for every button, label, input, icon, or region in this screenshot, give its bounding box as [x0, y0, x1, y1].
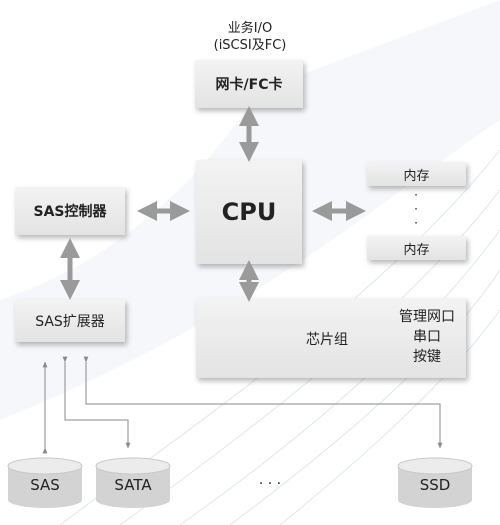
memory-box-top: 内存: [367, 162, 466, 186]
disk-sata-icon: [95, 457, 171, 508]
memory-label-bottom: 内存: [403, 242, 430, 258]
memory-label-top: 内存: [403, 168, 430, 184]
sas-controller-box: SAS控制器: [15, 187, 125, 235]
disk-ssd-label: SSD: [419, 476, 451, 494]
memory-box-bottom: 内存: [367, 236, 466, 260]
business-io-line1: 业务I/O: [227, 21, 273, 36]
line-expander-sata: [62, 356, 131, 449]
line-expander-ssd: [83, 356, 443, 449]
disk-sas-icon: [7, 457, 83, 508]
chipset-label: 芯片组: [306, 332, 348, 348]
memory-dots: · · ·: [414, 188, 418, 230]
business-io-line2: (iSCSI及FC): [213, 38, 287, 53]
disk-sata-label: SATA: [114, 476, 152, 494]
disk-ellipsis: · · ·: [258, 476, 282, 492]
chipset-item-mgmt-port: 管理网口: [399, 309, 455, 325]
cpu-box: CPU: [196, 160, 302, 264]
sas-expander-label: SAS扩展器: [35, 314, 105, 330]
disk-ssd-icon: [397, 457, 473, 508]
nic-fc-card-box: 网卡/FC卡: [195, 60, 303, 108]
cpu-label: CPU: [221, 198, 277, 226]
chipset-item-serial-port: 串口: [413, 329, 441, 345]
disk-sas-label: SAS: [30, 476, 60, 494]
sas-expander-box: SAS扩展器: [15, 300, 125, 342]
business-io-label: 业务I/O (iSCSI及FC): [170, 20, 330, 54]
nic-fc-card-label: 网卡/FC卡: [215, 77, 283, 93]
sas-controller-label: SAS控制器: [33, 204, 107, 220]
